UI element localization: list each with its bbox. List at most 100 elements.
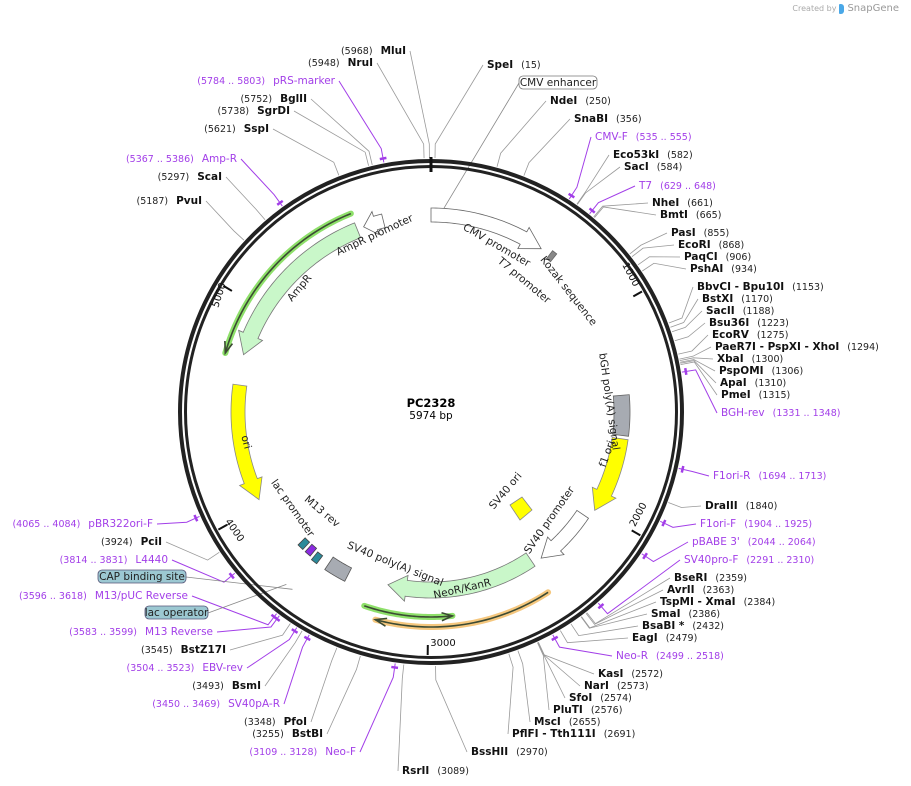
enzyme-site-label[interactable]: SmaI(2386) (651, 608, 720, 620)
enzyme-site-label[interactable]: BmtI(665) (660, 209, 721, 221)
primer-binding-mark[interactable] (684, 367, 688, 375)
primer-label[interactable]: (3814 .. 3831)L4440 (60, 554, 168, 566)
ampr-arrow[interactable] (238, 222, 362, 356)
primer-label[interactable]: SV40pro-F(2291 .. 2310) (684, 554, 814, 566)
enzyme-site-label[interactable]: SacI(584) (624, 161, 682, 173)
primer-label[interactable]: CMV-F(535 .. 555) (595, 131, 692, 143)
primer-binding-mark[interactable] (276, 199, 284, 206)
primer-label[interactable]: Neo-R(2499 .. 2518) (616, 650, 724, 662)
f1-ori-arrow[interactable] (591, 437, 629, 512)
enzyme-site-label[interactable]: PluTI(2576) (553, 704, 622, 716)
enzyme-site-label[interactable]: SacII(1188) (706, 305, 774, 317)
enzyme-site-label[interactable]: (3255)BstBI (252, 728, 323, 740)
ori-arrow[interactable] (230, 383, 263, 501)
sv40-polya-box[interactable] (324, 556, 353, 582)
enzyme-site-label[interactable]: (3545)BstZ17I (141, 644, 226, 656)
enzyme-site-label[interactable]: (3348)PfoI (244, 716, 307, 728)
enzyme-site-label[interactable]: PasI(855) (671, 227, 729, 239)
primer-binding-mark[interactable] (680, 465, 685, 473)
primer-label[interactable]: T7(629 .. 648) (638, 180, 716, 192)
orf-orange-arrow[interactable] (375, 591, 549, 628)
enzyme-site-label[interactable]: (5738)SgrDI (218, 105, 290, 117)
enzyme-site-label[interactable]: AvrII(2363) (667, 584, 734, 596)
primer-label[interactable]: (3596 .. 3618)M13/pUC Reverse (19, 590, 188, 602)
enzyme-site-label[interactable]: (5187)PvuI (136, 195, 202, 207)
feature-box-label[interactable]: CAP binding site (97, 569, 187, 584)
enzyme-site-label[interactable]: TspMI - XmaI(2384) (660, 596, 775, 608)
primer-binding-mark[interactable] (228, 572, 235, 580)
enzyme-site-label[interactable]: ApaI(1310) (720, 377, 786, 389)
enzyme-site-label[interactable]: BbvCI - Bpu10I(1153) (697, 281, 824, 293)
enzyme-site-label[interactable]: NheI(661) (652, 197, 713, 209)
enzyme-site-label[interactable]: PshAI(934) (690, 263, 757, 275)
primer-label[interactable]: (5784 .. 5803)pRS-marker (197, 75, 335, 87)
primer-label[interactable]: (3504 .. 3523)EBV-rev (127, 662, 244, 674)
enzyme-site-label[interactable]: (3924)PciI (101, 536, 162, 548)
lac-operator-mark[interactable] (310, 551, 324, 565)
enzyme-site-label[interactable]: PflFI - Tth111I(2691) (512, 728, 635, 740)
m13-rev-mark[interactable] (304, 543, 318, 557)
enzyme-site-label[interactable]: EcoRV(1275) (712, 329, 788, 341)
enzyme-site-label[interactable]: BstXI(1170) (702, 293, 773, 305)
neor-kanr-arrow[interactable] (387, 552, 536, 602)
enzyme-site-label[interactable]: MscI(2655) (534, 716, 600, 728)
primer-label[interactable]: (3583 .. 3599)M13 Reverse (69, 626, 213, 638)
ampr-orf-arrow[interactable] (224, 212, 352, 354)
sv40-promoter-arrow[interactable] (540, 509, 590, 559)
bgh-polya-box[interactable] (612, 394, 631, 437)
enzyme-site-label[interactable]: Bsu36I(1223) (709, 317, 789, 329)
primer-binding-mark[interactable] (642, 552, 648, 560)
enzyme-site-label[interactable]: (5948)NruI (308, 57, 373, 69)
primer-binding-mark[interactable] (303, 635, 311, 642)
feature-box-label[interactable]: CMV enhancer (518, 75, 598, 90)
primer-binding-mark[interactable] (597, 602, 605, 610)
enzyme-site-label[interactable]: PaqCI(906) (684, 251, 751, 263)
primer-binding-mark[interactable] (567, 192, 575, 199)
enzyme-site-label[interactable]: (5968)MluI (341, 45, 406, 57)
ampr-promoter-arrow[interactable] (363, 210, 386, 236)
enzyme-site-label[interactable]: SnaBI(356) (574, 113, 642, 125)
enzyme-site-label[interactable]: BsaBI *(2432) (642, 620, 724, 632)
sv40-ori-box[interactable] (509, 496, 533, 521)
primer-binding-mark[interactable] (588, 207, 596, 214)
primer-binding-mark[interactable] (551, 635, 559, 642)
enzyme-site-label[interactable]: (3493)BsmI (192, 680, 261, 692)
enzyme-site-label[interactable]: DraIII(1840) (705, 500, 777, 512)
enzyme-site-label[interactable]: PaeR7I - PspXI - XhoI(1294) (715, 341, 879, 353)
primer-label[interactable]: BGH-rev(1331 .. 1348) (721, 407, 840, 419)
primer-label[interactable]: (5367 .. 5386)Amp-R (126, 153, 237, 165)
cmv-promoter-arrow[interactable] (430, 207, 542, 250)
feature-box-label[interactable]: lac operator (144, 605, 209, 620)
enzyme-site-label[interactable]: (5752)BglII (240, 93, 307, 105)
primer-binding-mark[interactable] (193, 514, 199, 522)
enzyme-site-label[interactable]: EcoRI(868) (678, 239, 744, 251)
primer-label[interactable]: F1ori-F(1904 .. 1925) (700, 518, 812, 530)
enzyme-site-label[interactable]: BssHII(2970) (471, 746, 548, 758)
enzyme-site-label[interactable]: NdeI(250) (550, 95, 611, 107)
enzyme-site-label[interactable]: XbaI(1300) (717, 353, 783, 365)
enzyme-site-label[interactable]: SfoI(2574) (569, 692, 632, 704)
primer-label[interactable]: (4065 .. 4084)pBR322ori-F (12, 518, 153, 530)
primer-binding-mark[interactable] (661, 519, 667, 527)
enzyme-site-label[interactable]: Eco53kI(582) (613, 149, 693, 161)
enzyme-site-label[interactable]: (5621)SspI (204, 123, 269, 135)
primer-label[interactable]: (3450 .. 3469)SV40pA-R (152, 698, 280, 710)
primer-binding-mark[interactable] (379, 156, 387, 161)
kozak-mark[interactable] (545, 250, 558, 263)
primer-binding-mark[interactable] (270, 613, 278, 620)
primer-label[interactable]: (3109 .. 3128)Neo-F (249, 746, 356, 758)
enzyme-site-label[interactable]: SpeI(15) (487, 59, 541, 71)
enzyme-site-label[interactable]: RsrII(3089) (402, 765, 469, 777)
primer-label[interactable]: pBABE 3'(2044 .. 2064) (692, 536, 816, 548)
enzyme-site-label[interactable]: PspOMI(1306) (719, 365, 803, 377)
enzyme-site-label[interactable]: PmeI(1315) (721, 389, 790, 401)
cap-site-mark[interactable] (297, 537, 311, 551)
enzyme-site-label[interactable]: NarI(2573) (584, 680, 649, 692)
primer-label[interactable]: F1ori-R(1694 .. 1713) (713, 470, 826, 482)
primer-binding-mark[interactable] (291, 628, 299, 634)
enzyme-site-label[interactable]: KasI(2572) (598, 668, 663, 680)
primer-binding-mark[interactable] (391, 665, 399, 670)
enzyme-site-label[interactable]: EagI(2479) (632, 632, 697, 644)
enzyme-site-label[interactable]: BseRI(2359) (674, 572, 747, 584)
neo-orf-arrow[interactable] (364, 605, 453, 618)
